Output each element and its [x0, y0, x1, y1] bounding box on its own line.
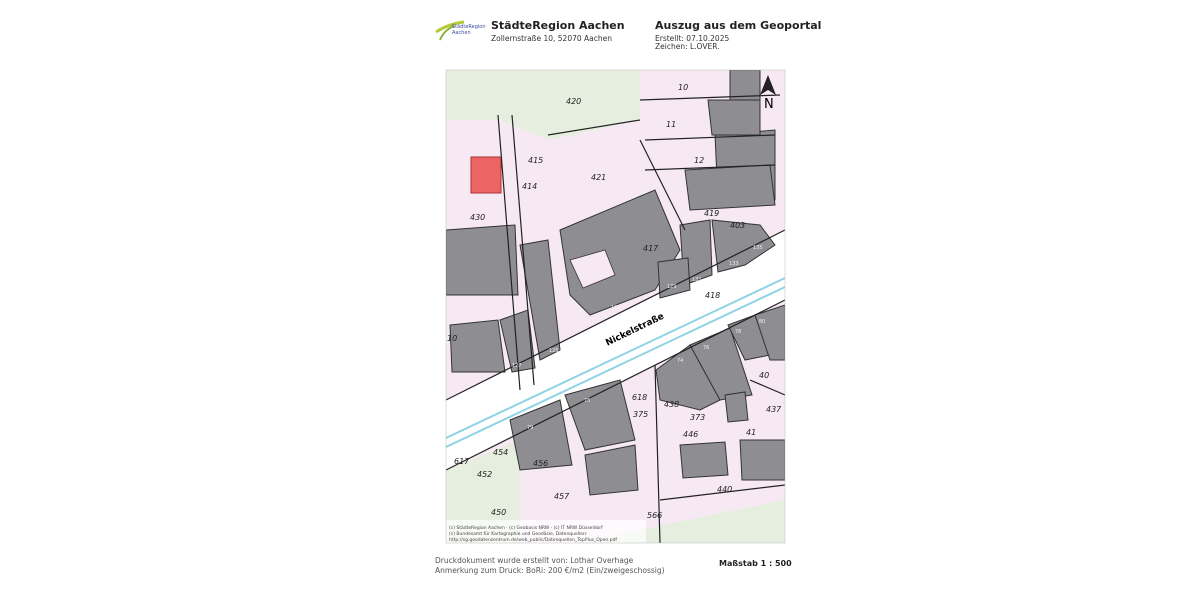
- house-number: 79: [527, 425, 533, 431]
- house-number: 80: [759, 319, 765, 325]
- street-area: [446, 230, 785, 470]
- house-number: 74: [677, 358, 683, 364]
- org-address: Zollernstraße 10, 52070 Aachen: [491, 34, 612, 43]
- parcel-boundaries: [446, 94, 785, 543]
- attribution-line[interactable]: http://sg.geodatenzentrum.de/web_public/…: [449, 537, 617, 543]
- parcel-number: 415: [528, 156, 543, 165]
- parcel-number: 10: [447, 334, 457, 343]
- parcel-number: 618: [632, 393, 647, 402]
- parcel-number: 454: [493, 448, 508, 457]
- created-by: Druckdokument wurde erstellt von: Lothar…: [435, 556, 634, 565]
- logo-swoosh-icon: [435, 20, 465, 41]
- parcel-number: 438: [664, 400, 679, 409]
- attribution: (c) StädteRegion Aachen · (c) Geobasis N…: [449, 525, 617, 543]
- created-date: Erstellt: 07.10.2025: [655, 34, 730, 43]
- attribution-line: (c) Bundesamt für Kartographie und Geodä…: [449, 531, 587, 537]
- north-label: N: [764, 97, 774, 112]
- parcel-number: 452: [477, 470, 492, 479]
- parcel-number: 419: [704, 209, 719, 218]
- green-area: [498, 70, 640, 140]
- house-number-labels: 125 127 127 129 131 133 135 74 76 78 80 …: [512, 245, 765, 431]
- parcel-number: 403: [730, 221, 745, 230]
- map-frame: [445, 69, 786, 544]
- green-area: [446, 70, 498, 120]
- parcel-number: 41: [746, 428, 756, 437]
- house-number: 78: [735, 329, 741, 335]
- parcel-number: 375: [633, 410, 648, 419]
- attribution-background: [446, 520, 646, 543]
- house-number: 127: [611, 305, 621, 311]
- parcel-number: 420: [566, 97, 581, 106]
- house-number: 76: [703, 345, 709, 351]
- parcel-number: 421: [591, 173, 606, 182]
- north-arrow-icon: [760, 75, 776, 95]
- house-number: 125: [549, 348, 559, 354]
- parcel-number: 437: [766, 405, 782, 414]
- parcel-number: 457: [554, 492, 570, 501]
- parcel-number: 417: [643, 244, 659, 253]
- logo-text: StädteRegion Aachen: [452, 24, 486, 36]
- parcel-number: 617: [454, 457, 470, 466]
- green-area: [446, 440, 520, 543]
- house-number: 135: [753, 245, 763, 251]
- buildings-south: [509, 304, 785, 496]
- highlighted-parcel[interactable]: [470, 156, 502, 194]
- street-line: [446, 277, 785, 439]
- parcel-number: 11: [666, 120, 676, 129]
- print-note: Anmerkung zum Druck: BoRi: 200 €/m2 (Ein…: [435, 566, 665, 575]
- parcel-number: 40: [759, 371, 769, 380]
- house-number: 129: [667, 284, 677, 290]
- parcel-number: 418: [705, 291, 720, 300]
- attribution-line: (c) StädteRegion Aachen · (c) Geobasis N…: [449, 525, 603, 531]
- parcel-number: 414: [522, 182, 537, 191]
- parcel-number: 456: [533, 459, 548, 468]
- parcel-number: 566: [647, 511, 662, 520]
- parcel-number: 373: [690, 413, 705, 422]
- logo: StädteRegion Aachen: [434, 18, 486, 44]
- house-number: 127: [512, 363, 522, 369]
- parcel-number: 440: [717, 485, 732, 494]
- buildings-north: [446, 70, 776, 373]
- house-number: 131: [692, 277, 702, 283]
- parcel-number: 450: [491, 508, 506, 517]
- org-name: StädteRegion Aachen: [491, 19, 625, 32]
- scale: Maßstab 1 : 500: [719, 559, 792, 568]
- courtyard: [569, 249, 616, 289]
- house-number: 133: [729, 261, 739, 267]
- parcel-number: 446: [683, 430, 698, 439]
- document-title: Auszug aus dem Geoportal: [655, 19, 822, 32]
- parcel-number: 10: [678, 83, 688, 92]
- house-number: 75: [584, 398, 590, 404]
- street-line: [446, 286, 785, 448]
- parcel-number: 12: [694, 156, 704, 165]
- parcel-number-labels: 420 10 11 12 415 421 414 430 419 403 417…: [447, 83, 782, 520]
- reference: Zeichen: L.OVER.: [655, 42, 720, 51]
- parcel-number: 430: [470, 213, 485, 222]
